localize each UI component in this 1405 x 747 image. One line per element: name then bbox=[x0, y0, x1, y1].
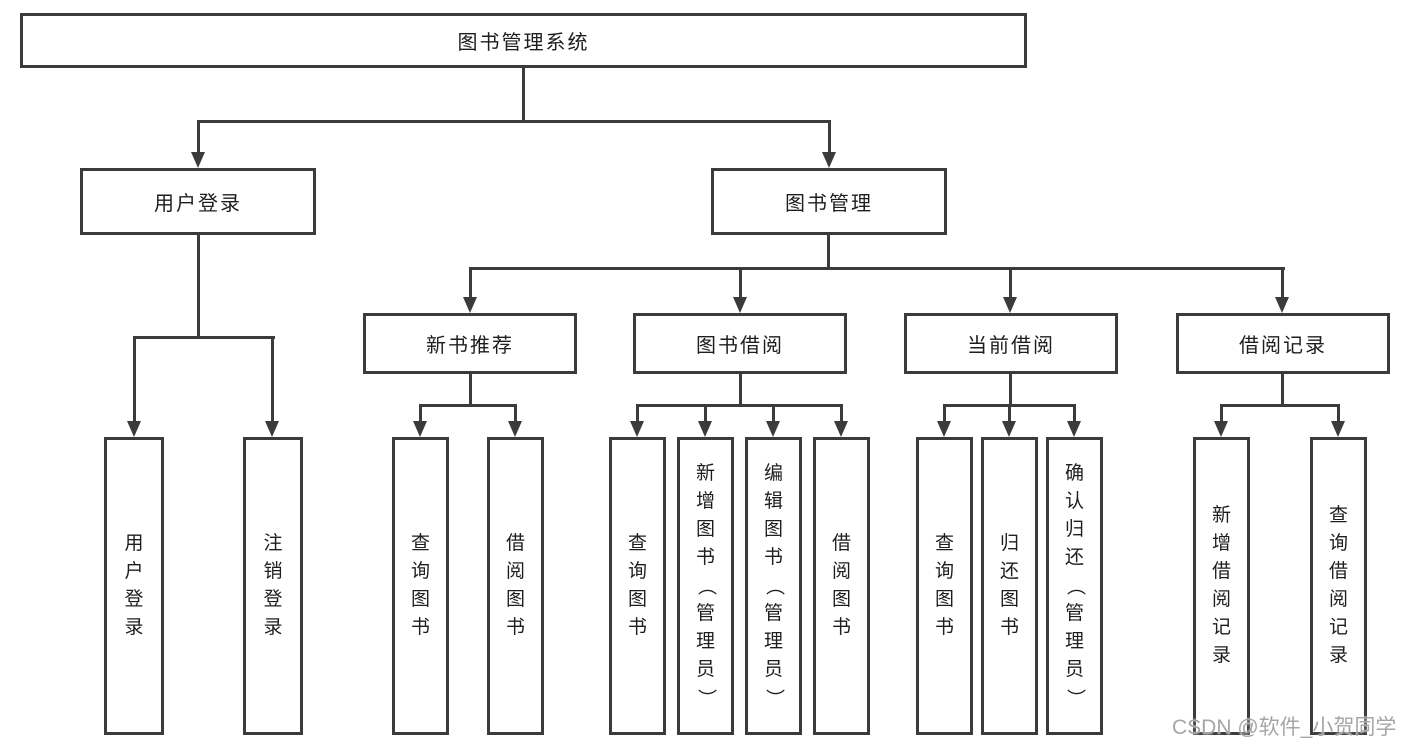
arrowhead-leaf-bb-borrow bbox=[834, 421, 848, 437]
arrowhead-leaf-cb-return bbox=[1002, 421, 1016, 437]
connector-user-rail bbox=[133, 336, 275, 339]
arrowhead-leaf-br-add bbox=[1214, 421, 1228, 437]
node-library-system: 图书管理系统 bbox=[20, 13, 1027, 68]
connector-to-user-login bbox=[197, 120, 200, 154]
connector-root-stem bbox=[522, 68, 525, 122]
node-book-borrow-label: 图书借阅 bbox=[696, 335, 784, 357]
connector-to-leaf-logout bbox=[271, 336, 274, 422]
connector-to-new-books bbox=[469, 267, 472, 299]
connector-to-leaf-user-login bbox=[133, 336, 136, 422]
connector-new-books-rail bbox=[419, 404, 517, 407]
leaf-logout: 注销登录 bbox=[243, 437, 303, 735]
connector-to-leaf-nb-query bbox=[419, 404, 422, 423]
connector-to-leaf-bb-add bbox=[704, 404, 707, 423]
connector-new-books-stem bbox=[469, 372, 472, 406]
node-user-login-label: 用户登录 bbox=[154, 193, 242, 215]
arrowhead-user-login bbox=[191, 152, 205, 168]
arrowhead-borrow-records bbox=[1275, 297, 1289, 313]
connector-to-borrow-records bbox=[1281, 267, 1284, 299]
leaf-cb-confirm-return-admin: 确认归还（管理员） bbox=[1046, 437, 1103, 735]
connector-to-leaf-nb-borrow bbox=[514, 404, 517, 423]
leaf-br-add-borrow-record: 新增借阅记录 bbox=[1193, 437, 1250, 735]
arrowhead-leaf-logout bbox=[265, 421, 279, 437]
leaf-bb-borrow-books: 借阅图书 bbox=[813, 437, 870, 735]
connector-to-leaf-cb-query bbox=[943, 404, 946, 423]
csdn-watermark: CSDN @软件_小贺同学 bbox=[1172, 716, 1397, 739]
node-current-borrow: 当前借阅 bbox=[904, 313, 1118, 374]
connector-to-leaf-bb-borrow bbox=[840, 404, 843, 423]
connector-book-borrow-rail bbox=[636, 404, 843, 407]
connector-borrow-records-stem bbox=[1281, 372, 1284, 406]
arrowhead-book-mgmt bbox=[822, 152, 836, 168]
leaf-bb-query-books: 查询图书 bbox=[609, 437, 666, 735]
arrowhead-leaf-bb-add bbox=[698, 421, 712, 437]
connector-to-leaf-br-query bbox=[1337, 404, 1340, 423]
arrowhead-leaf-cb-query bbox=[937, 421, 951, 437]
connector-level3-rail bbox=[469, 267, 1285, 270]
node-new-books: 新书推荐 bbox=[363, 313, 577, 374]
arrowhead-current-borrow bbox=[1003, 297, 1017, 313]
connector-to-leaf-br-add bbox=[1220, 404, 1223, 423]
connector-to-leaf-bb-query bbox=[636, 404, 639, 423]
leaf-user-login: 用户登录 bbox=[104, 437, 164, 735]
leaf-cb-query-books: 查询图书 bbox=[916, 437, 973, 735]
connector-mgmt-stem bbox=[827, 234, 830, 270]
node-borrow-records-label: 借阅记录 bbox=[1239, 335, 1327, 357]
arrowhead-leaf-cb-confirm bbox=[1067, 421, 1081, 437]
connector-to-book-borrow bbox=[739, 267, 742, 299]
connector-level2-rail bbox=[197, 120, 831, 123]
leaf-bb-add-books-admin: 新增图书（管理员） bbox=[677, 437, 734, 735]
connector-user-stem bbox=[197, 234, 200, 338]
node-borrow-records: 借阅记录 bbox=[1176, 313, 1390, 374]
connector-to-leaf-cb-return bbox=[1008, 404, 1011, 423]
connector-book-borrow-stem bbox=[739, 372, 742, 406]
connector-to-book-mgmt bbox=[828, 120, 831, 154]
node-book-mgmt-label: 图书管理 bbox=[785, 193, 873, 215]
connector-to-leaf-cb-confirm bbox=[1073, 404, 1076, 423]
node-user-login: 用户登录 bbox=[80, 168, 316, 235]
arrowhead-leaf-nb-borrow bbox=[508, 421, 522, 437]
arrowhead-leaf-br-query bbox=[1331, 421, 1345, 437]
node-current-borrow-label: 当前借阅 bbox=[967, 335, 1055, 357]
arrowhead-leaf-bb-query bbox=[630, 421, 644, 437]
node-new-books-label: 新书推荐 bbox=[426, 335, 514, 357]
arrowhead-new-books bbox=[463, 297, 477, 313]
leaf-nb-borrow-books: 借阅图书 bbox=[487, 437, 544, 735]
leaf-cb-return-books: 归还图书 bbox=[981, 437, 1038, 735]
leaf-br-query-borrow-record: 查询借阅记录 bbox=[1310, 437, 1367, 735]
node-library-system-label: 图书管理系统 bbox=[457, 32, 590, 54]
connector-to-current-borrow bbox=[1009, 267, 1012, 299]
connector-to-leaf-bb-edit bbox=[772, 404, 775, 423]
leaf-bb-edit-books-admin: 编辑图书（管理员） bbox=[745, 437, 802, 735]
node-book-borrow: 图书借阅 bbox=[633, 313, 847, 374]
arrowhead-leaf-user-login bbox=[127, 421, 141, 437]
arrowhead-leaf-bb-edit bbox=[766, 421, 780, 437]
leaf-nb-query-books: 查询图书 bbox=[392, 437, 449, 735]
arrowhead-leaf-nb-query bbox=[413, 421, 427, 437]
connector-borrow-records-rail bbox=[1220, 404, 1340, 407]
node-book-mgmt: 图书管理 bbox=[711, 168, 947, 235]
connector-current-borrow-stem bbox=[1009, 372, 1012, 406]
arrowhead-book-borrow bbox=[733, 297, 747, 313]
